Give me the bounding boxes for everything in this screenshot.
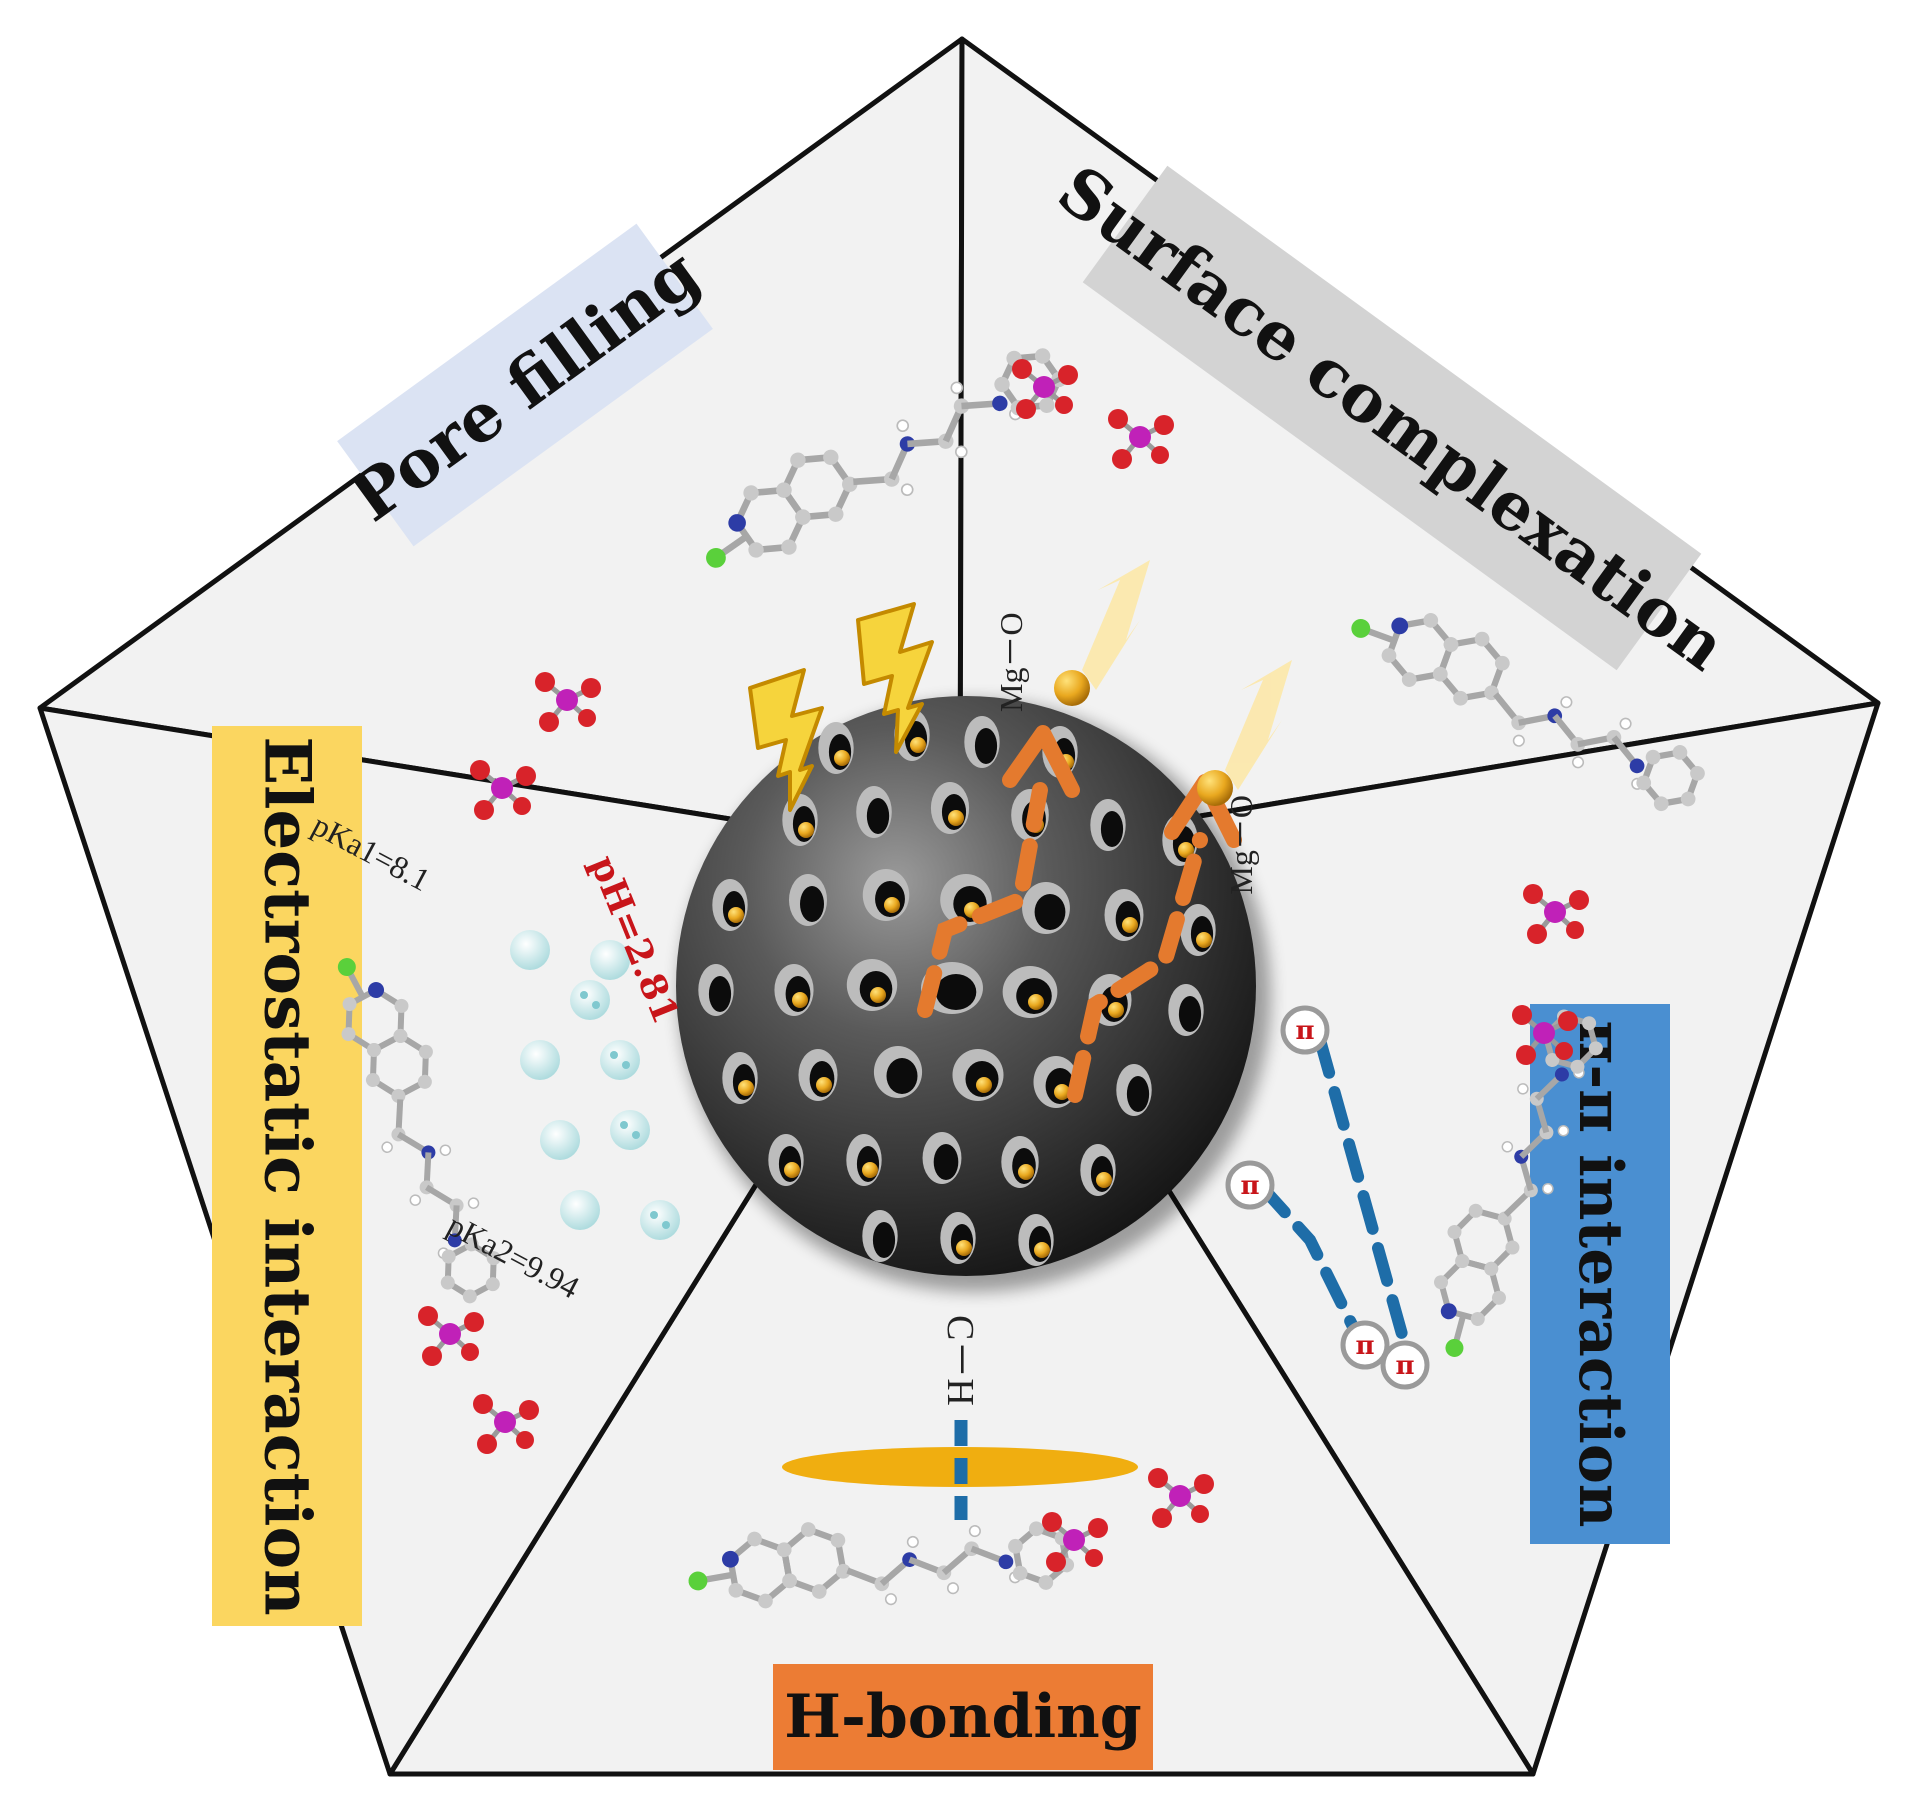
mg-o-label-left: Mg－O — [993, 612, 1029, 712]
chloroquine-molecule-icon — [1351, 613, 1705, 812]
pore — [862, 869, 910, 921]
svg-text:π: π — [1240, 1171, 1259, 1201]
hydrated-ions — [510, 930, 680, 1240]
pi-pi-label: π-π interaction — [1530, 1004, 1670, 1544]
chloroquine-molecules — [337, 348, 1705, 1609]
pore — [940, 1212, 976, 1264]
pore — [922, 1132, 962, 1184]
pore — [1104, 889, 1144, 941]
chloroquine-molecule-icon — [706, 348, 1067, 568]
mg-site-right — [1197, 770, 1233, 806]
pore — [782, 794, 818, 846]
pore — [774, 964, 814, 1016]
hydrated-ion — [520, 1040, 560, 1080]
pore — [768, 1134, 804, 1186]
mg-o-label-right: Mg－O — [1223, 795, 1259, 895]
pi-ring: π — [1225, 1160, 1275, 1210]
pore — [873, 1046, 923, 1098]
pore — [1080, 1144, 1116, 1196]
pore — [1018, 1214, 1054, 1266]
pi-ring: π — [1340, 1320, 1390, 1370]
hydrated-ion — [610, 1110, 650, 1150]
pore — [964, 716, 1000, 768]
chloroquine-molecule-icon — [337, 958, 501, 1304]
svg-text:π: π — [1355, 1331, 1374, 1361]
pore — [930, 782, 970, 834]
electrostatic-title: Electrostatic interaction — [250, 736, 325, 1615]
hydrated-ion — [540, 1120, 580, 1160]
pore — [952, 1049, 1004, 1101]
pore — [698, 964, 734, 1016]
svg-text:π: π — [1295, 1016, 1314, 1046]
hydrated-ion — [640, 1200, 680, 1240]
hydrated-ion — [590, 940, 630, 980]
complexation-glow — [1082, 560, 1292, 790]
pore — [1001, 1136, 1039, 1188]
lightning-bolt-icon — [748, 602, 934, 812]
pore — [846, 959, 898, 1011]
h-bonding-title: H-bonding — [784, 1682, 1142, 1752]
pore — [1180, 904, 1216, 956]
hydrated-ion — [560, 1190, 600, 1230]
h-bonding-label: H-bonding — [773, 1664, 1153, 1770]
chloroquine-molecule-icon — [688, 1521, 1075, 1609]
c-h-label: C－H — [939, 1315, 981, 1406]
pore — [1002, 966, 1058, 1018]
pore — [1168, 984, 1204, 1036]
pore — [856, 786, 892, 838]
pore — [818, 722, 854, 774]
pi-ring: π — [1380, 1340, 1430, 1390]
electrostatic-label: Electrostatic interaction — [212, 726, 362, 1626]
pore — [798, 1049, 838, 1101]
pore — [722, 1052, 758, 1104]
hydrated-ion — [600, 1040, 640, 1080]
hydrated-ion — [570, 980, 610, 1020]
chloroquine-molecule-icon — [1434, 1009, 1603, 1357]
pi-pi-title: π-π interaction — [1565, 1020, 1635, 1527]
pore — [1090, 799, 1126, 851]
pore — [712, 879, 748, 931]
svg-text:π: π — [1395, 1351, 1414, 1381]
pore — [1116, 1064, 1152, 1116]
pi-ring: π — [1280, 1005, 1330, 1055]
pore — [862, 1210, 898, 1262]
mg-site-left — [1054, 670, 1090, 706]
pore — [788, 874, 828, 926]
pi-stacking-lines — [1256, 1034, 1411, 1351]
diffusion-arrows — [917, 782, 1208, 1103]
hydrated-ion — [510, 930, 550, 970]
pore — [846, 1134, 882, 1186]
porous-sphere-icon — [676, 696, 1271, 1292]
pore — [1022, 882, 1070, 934]
